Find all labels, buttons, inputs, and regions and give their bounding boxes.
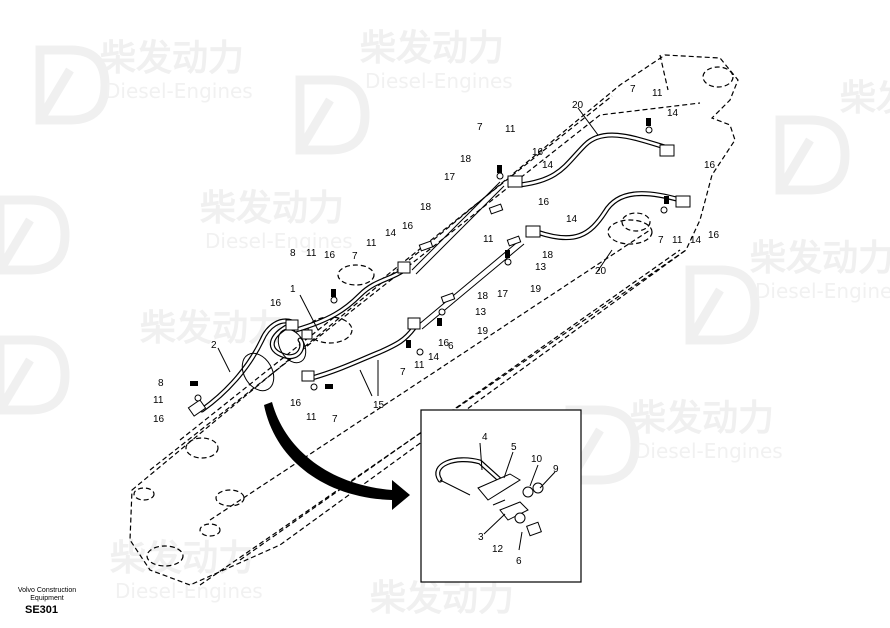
callout-16: 16 bbox=[290, 398, 302, 409]
figure-code: SE301 bbox=[25, 604, 59, 616]
callout-11: 11 bbox=[483, 234, 494, 245]
watermark-brand-cn: 柴发动力 bbox=[840, 78, 890, 119]
callout-16: 16 bbox=[438, 338, 450, 349]
callout-11: 11 bbox=[306, 248, 317, 259]
watermark-brand-cn: 柴发动力 bbox=[360, 28, 504, 69]
callout-16: 16 bbox=[708, 230, 720, 241]
callout-20: 20 bbox=[572, 100, 584, 111]
callout-14: 14 bbox=[428, 352, 440, 363]
watermark-brand-en: Diesel-Engines bbox=[365, 69, 513, 93]
callout-10: 10 bbox=[531, 454, 543, 465]
callout-20: 20 bbox=[595, 266, 607, 277]
callout-16: 16 bbox=[532, 147, 544, 158]
callout-14: 14 bbox=[542, 160, 554, 171]
tube-17-lower bbox=[417, 239, 525, 330]
callout-7: 7 bbox=[658, 235, 664, 246]
watermark-brand-en: Diesel-Engines bbox=[115, 579, 263, 603]
callout-7: 7 bbox=[400, 367, 406, 378]
callout-11: 11 bbox=[414, 360, 425, 371]
callout-7: 7 bbox=[332, 414, 338, 425]
callout-4: 4 bbox=[482, 432, 488, 443]
callout-18: 18 bbox=[477, 291, 489, 302]
detail-inset bbox=[420, 409, 582, 583]
callout-11: 11 bbox=[306, 412, 317, 423]
callout-2: 2 bbox=[211, 340, 217, 351]
detail-reference-arrow bbox=[264, 402, 410, 510]
tube-17-upper bbox=[411, 181, 505, 275]
footer-company-line1: Volvo Construction bbox=[17, 587, 77, 594]
watermark-brand-cn: 柴发动力 bbox=[100, 38, 244, 79]
callout-11: 11 bbox=[672, 235, 683, 246]
callout-8: 8 bbox=[158, 378, 164, 389]
callout-16: 16 bbox=[704, 160, 716, 171]
footer-company: Volvo Construction Equipment bbox=[14, 587, 80, 603]
callout-17: 17 bbox=[444, 172, 456, 183]
callout-11: 11 bbox=[652, 88, 663, 99]
callout-5: 5 bbox=[511, 442, 517, 453]
callout-13: 13 bbox=[535, 262, 547, 273]
callout-16: 16 bbox=[270, 298, 282, 309]
watermark-layer: 柴发动力 Diesel-Engines 柴发动力 Diesel-Engines … bbox=[0, 28, 890, 619]
watermark-brand-cn: 柴发动力 bbox=[370, 578, 514, 619]
detail-frame bbox=[420, 409, 582, 583]
callout-12: 12 bbox=[492, 544, 504, 555]
callout-14: 14 bbox=[667, 108, 679, 119]
watermark-brand-cn: 柴发动力 bbox=[200, 188, 344, 229]
callout-1: 1 bbox=[290, 284, 296, 295]
hose-15-lower bbox=[309, 325, 417, 381]
callout-16: 16 bbox=[538, 197, 550, 208]
callout-9: 9 bbox=[553, 464, 559, 475]
callout-6: 6 bbox=[516, 556, 522, 567]
watermark-brand-en: Diesel-Engines bbox=[205, 229, 353, 253]
callout-6: 6 bbox=[448, 341, 454, 352]
callout-labels: 20 20 7 11 14 16 7 11 14 16 7 11 16 14 1… bbox=[153, 84, 720, 567]
watermark-brand-en: Diesel-Engines bbox=[755, 279, 890, 303]
callout-16: 16 bbox=[324, 250, 336, 261]
watermark-brand-cn: 柴发动力 bbox=[750, 238, 890, 279]
hose-lower-20 bbox=[534, 191, 683, 241]
callout-8: 8 bbox=[290, 248, 296, 259]
clamp-block-5 bbox=[477, 473, 521, 501]
clamp-block-3 bbox=[499, 501, 529, 521]
callout-18: 18 bbox=[460, 154, 472, 165]
callout-11: 11 bbox=[366, 238, 377, 249]
callout-16: 16 bbox=[153, 414, 165, 425]
watermark-brand-en: Diesel-Engines bbox=[635, 439, 783, 463]
watermark-brand-cn: 柴发动力 bbox=[630, 398, 774, 439]
callout-11: 11 bbox=[153, 395, 164, 406]
boom-outline bbox=[129, 54, 739, 586]
footer-company-line2: Equipment bbox=[30, 595, 64, 602]
callout-14: 14 bbox=[385, 228, 397, 239]
callout-14: 14 bbox=[690, 235, 702, 246]
callout-15: 15 bbox=[373, 400, 385, 411]
callout-18: 18 bbox=[542, 250, 554, 261]
callout-7: 7 bbox=[477, 122, 483, 133]
callout-14: 14 bbox=[566, 214, 578, 225]
callout-13: 13 bbox=[475, 307, 487, 318]
callout-7: 7 bbox=[352, 251, 358, 262]
callout-3: 3 bbox=[478, 532, 484, 543]
callout-17: 17 bbox=[497, 289, 509, 300]
leader-lines bbox=[217, 107, 613, 551]
watermark-brand-en: Diesel-Engines bbox=[105, 79, 253, 103]
callout-18: 18 bbox=[420, 202, 432, 213]
callout-19: 19 bbox=[477, 326, 489, 337]
callout-16: 16 bbox=[402, 221, 414, 232]
callout-19: 19 bbox=[530, 284, 542, 295]
fittings bbox=[187, 118, 691, 417]
callout-11: 11 bbox=[505, 124, 516, 135]
callout-7: 7 bbox=[630, 84, 636, 95]
hose-assemblies bbox=[199, 132, 683, 413]
